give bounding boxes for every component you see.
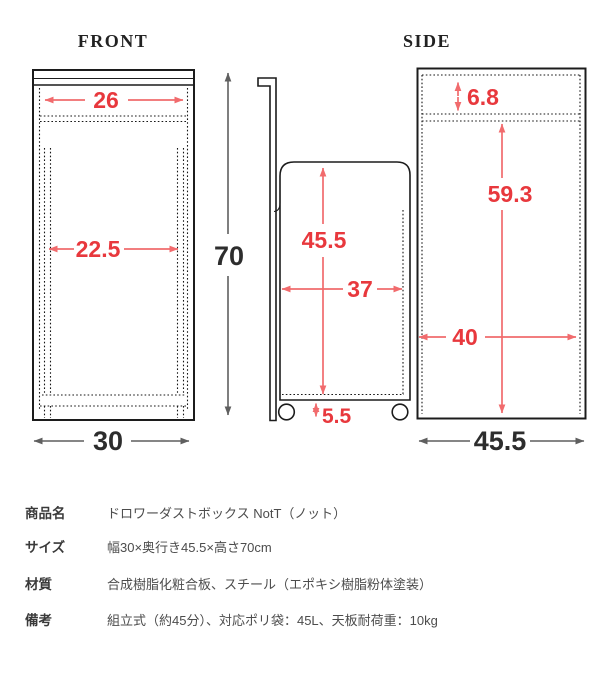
dimension-diagram: FRONT SIDE [32, 31, 587, 456]
dust-bin [279, 161, 411, 401]
front-inner-width-value: 22.5 [76, 236, 121, 262]
spec-label-material: 材質 [25, 577, 52, 592]
side-top-section-dimension: 6.8 [454, 82, 499, 111]
width-dim-value: 30 [93, 426, 123, 456]
bin-depth-value: 37 [347, 276, 373, 302]
side-dotted-details [421, 74, 581, 414]
caster-clearance-dimension: 5.5 [312, 403, 352, 428]
side-inner-depth-value: 40 [452, 324, 478, 350]
bin-depth-dimension: 37 [281, 276, 403, 302]
caster-clearance-value: 5.5 [322, 405, 352, 428]
caster-wheel [277, 403, 296, 421]
spec-value-size: 幅30×奥行き45.5×高さ70cm [107, 540, 272, 555]
door-panel [257, 77, 277, 422]
spec-label-item-name: 商品名 [25, 506, 66, 521]
spec-value-notes: 組立式（約45分）、対応ポリ袋：45L、天板耐荷重：10kg [107, 613, 438, 628]
front-dotted-details [38, 88, 189, 418]
spec-table: 商品名 ドロワーダストボックス NotT（ノット） サイズ 幅30×奥行き45.… [0, 470, 600, 700]
side-body-height-value: 59.3 [488, 181, 533, 207]
spec-value-material: 合成樹脂化粧合板、スチール（エポキシ樹脂粉体塗装） [107, 577, 433, 592]
front-inner-width-dimension: 22.5 [48, 236, 179, 262]
spec-label-size: サイズ [25, 540, 66, 555]
caster-wheel [391, 403, 409, 421]
bin-height-value: 45.5 [302, 227, 347, 253]
spec-label-notes: 備考 [25, 613, 52, 628]
front-top-inner-width-dimension: 26 [44, 87, 184, 113]
pullout-view-drawing [257, 77, 411, 422]
side-top-section-value: 6.8 [467, 84, 499, 110]
side-body-height-dimension: 59.3 [488, 123, 533, 414]
depth-dimension: 45.5 [418, 426, 585, 456]
depth-dim-value: 45.5 [474, 426, 527, 456]
height-dim-value: 70 [214, 241, 244, 271]
height-dimension: 70 [214, 72, 244, 416]
front-top-inner-width-value: 26 [93, 87, 119, 113]
front-view-drawing [32, 69, 195, 421]
bin-hanger-hook [273, 190, 281, 213]
side-view-title: SIDE [403, 31, 451, 51]
width-dimension: 30 [33, 426, 190, 456]
side-inner-depth-dimension: 40 [418, 324, 577, 350]
spec-value-item-name: ドロワーダストボックス NotT（ノット） [107, 506, 347, 521]
front-view-title: FRONT [78, 31, 149, 51]
bin-height-dimension: 45.5 [302, 167, 347, 395]
